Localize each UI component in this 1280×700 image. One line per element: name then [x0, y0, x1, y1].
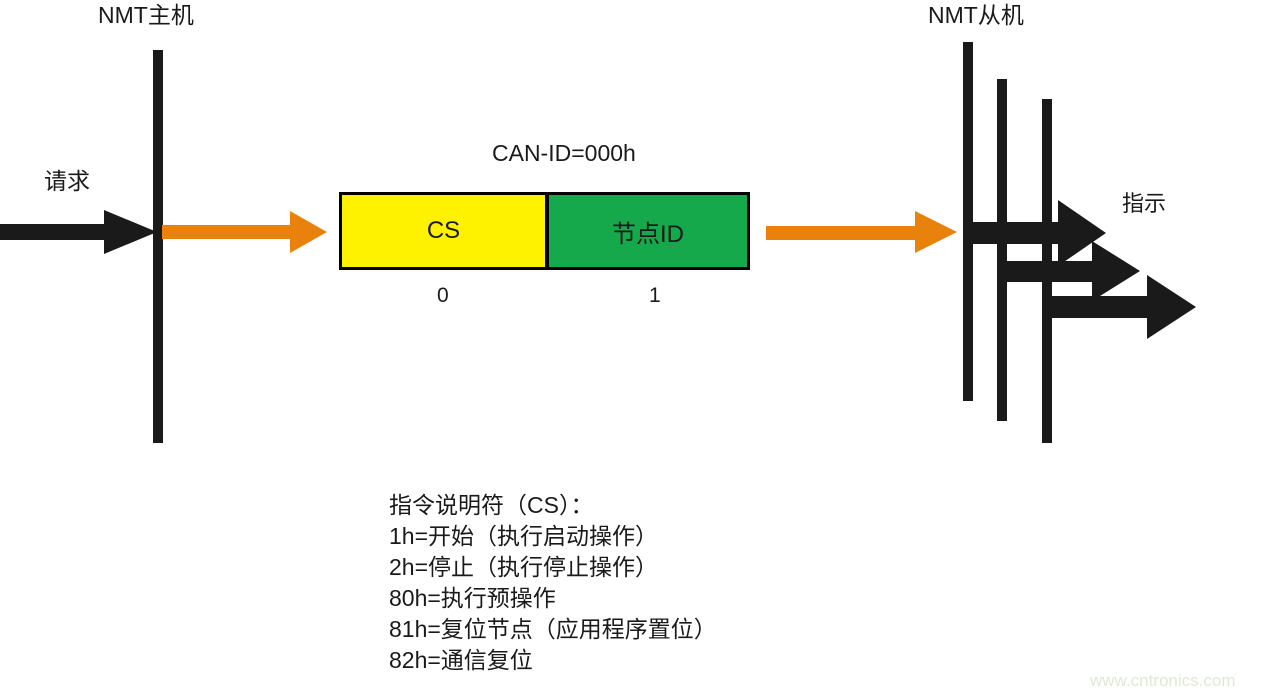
can-id-label: CAN-ID=000h	[492, 140, 636, 166]
cs-legend: 指令说明符（CS）： 1h=开始（执行启动操作） 2h=停止（执行停止操作） 8…	[389, 490, 717, 676]
nmt-slave-timeline-1	[963, 42, 973, 401]
frame-byte-node-id-label: 节点ID	[612, 220, 684, 248]
frame-byte-cs-label: CS	[426, 217, 461, 244]
indication-label: 指示	[1122, 191, 1167, 216]
frame-byte-node-id: 节点ID	[546, 192, 750, 270]
cs-legend-entry: 80h=执行预操作	[389, 585, 556, 611]
frame-byte-cs: CS	[339, 192, 548, 270]
nmt-slave-timeline-2	[997, 79, 1007, 421]
frame-byte-index-0: 0	[437, 284, 449, 307]
indication-arrow-2-icon	[997, 241, 1140, 301]
nmt-slave-timeline-3	[1042, 99, 1052, 443]
request-arrow-icon	[0, 210, 157, 254]
nmt-master-timeline	[153, 50, 163, 443]
nmt-master-title: NMT主机	[98, 2, 194, 28]
frame-byte-index-1: 1	[649, 284, 661, 307]
site-watermark: www.cntronics.com	[1090, 671, 1236, 690]
indication-arrow-3-icon	[1042, 275, 1196, 339]
indication-arrow-1-icon	[963, 200, 1106, 266]
request-label: 请求	[44, 168, 90, 194]
message-arrow-left-icon	[162, 211, 327, 253]
cs-legend-entry: 82h=通信复位	[389, 647, 533, 673]
cs-legend-entry: 81h=复位节点（应用程序置位）	[389, 616, 717, 642]
nmt-slave-title: NMT从机	[928, 2, 1024, 28]
message-arrow-right-icon	[766, 211, 957, 253]
cs-legend-entry: 1h=开始（执行启动操作）	[389, 523, 659, 549]
cs-legend-entry: 2h=停止（执行停止操作）	[389, 554, 659, 580]
cs-legend-heading: 指令说明符（CS）：	[389, 492, 594, 518]
